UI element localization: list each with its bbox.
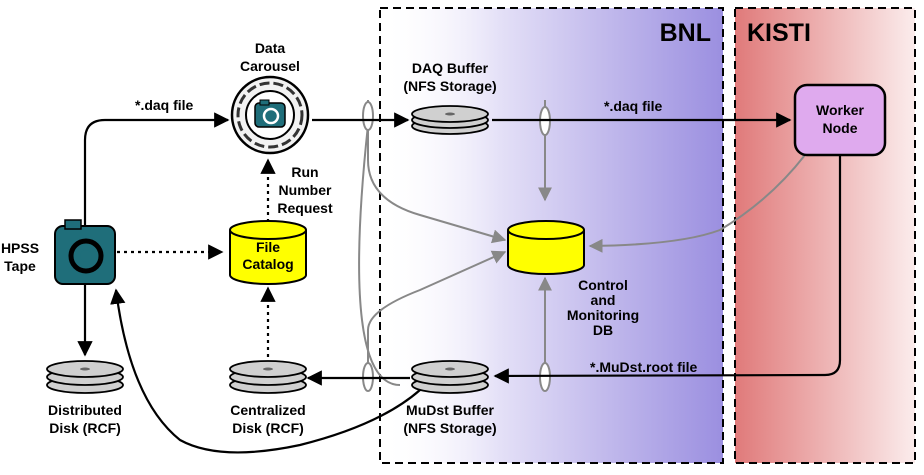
arrow-worker-mudst	[493, 155, 842, 384]
label-daq-file-1: *.daq file	[135, 97, 194, 113]
distributed-disk[interactable]	[46, 360, 124, 394]
distributed-label-2: Disk (RCF)	[49, 420, 121, 436]
label-run: Run	[291, 164, 318, 180]
db-label-1: Control	[578, 277, 628, 293]
mudst-label-1: MuDst Buffer	[406, 402, 494, 418]
daq-buffer-disks[interactable]	[411, 105, 489, 135]
arrow-mudst-hpss	[110, 288, 421, 454]
db-label-3: Monitoring	[567, 307, 639, 323]
worker-node[interactable]	[793, 83, 887, 157]
arrow-hpss-carousel	[83, 112, 230, 225]
worker-label-1: Worker	[816, 102, 865, 118]
monitoring-lines	[358, 100, 806, 386]
daq-buffer-label-1: DAQ Buffer	[412, 60, 489, 76]
kisti-region	[735, 8, 915, 463]
catalog-label-1: File	[256, 239, 280, 255]
control-monitoring-db[interactable]	[507, 220, 585, 275]
monitor-line-centralized-db	[367, 250, 507, 370]
kisti-border	[734, 7, 916, 464]
tap-mudst	[539, 362, 551, 392]
flow-arrows	[77, 112, 842, 454]
label-request: Request	[277, 200, 333, 216]
catalog-label-2: Catalog	[242, 256, 293, 272]
data-carousel[interactable]	[230, 75, 310, 155]
label-mudst-file: *.MuDst.root file	[590, 359, 698, 375]
db-label-4: DB	[593, 322, 613, 338]
bnl-border	[379, 7, 724, 464]
label-number: Number	[279, 182, 332, 198]
centralized-label-2: Disk (RCF)	[232, 420, 304, 436]
tap-carousel	[362, 101, 374, 131]
monitor-line-carousel-db	[367, 100, 507, 244]
db-label-2: and	[591, 292, 616, 308]
centralized-disk[interactable]	[229, 360, 307, 394]
worker-label-2: Node	[823, 120, 858, 136]
monitor-line-worker-db	[588, 154, 806, 253]
bnl-label: BNL	[660, 19, 711, 47]
dotted-arrows	[117, 158, 276, 357]
label-daq-file-2: *.daq file	[604, 98, 663, 114]
carousel-label-2: Carousel	[240, 58, 300, 74]
mudst-label-2: (NFS Storage)	[403, 420, 496, 436]
mudst-buffer-disks[interactable]	[411, 360, 489, 394]
kisti-label: KISTI	[747, 19, 811, 47]
hpss-label-1: HPSS	[1, 240, 39, 256]
hpss-tape-icon[interactable]	[54, 219, 116, 285]
centralized-label-1: Centralized	[230, 402, 305, 418]
hpss-label-2: Tape	[4, 258, 36, 274]
carousel-label-1: Data	[255, 40, 286, 56]
file-catalog[interactable]	[229, 220, 307, 285]
tape-icon	[254, 99, 286, 128]
monitor-line-mudst-ring	[358, 124, 401, 386]
daq-buffer-label-2: (NFS Storage)	[403, 78, 496, 94]
distributed-label-1: Distributed	[48, 402, 122, 418]
